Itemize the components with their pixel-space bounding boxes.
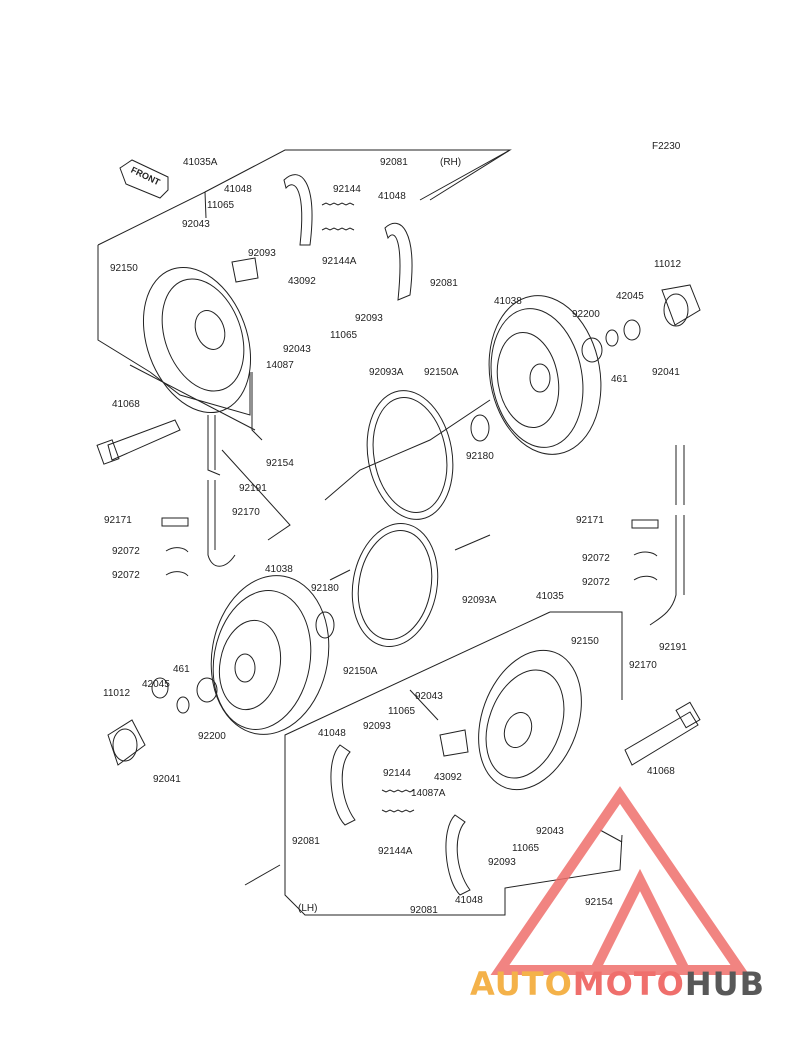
- part-label: 41035: [536, 591, 564, 602]
- part-label: 11065: [388, 706, 416, 717]
- rh-seal-92093a: [366, 390, 454, 520]
- watermark-auto: AUTO: [470, 965, 573, 1003]
- part-label: 11065: [330, 330, 358, 341]
- part-label: 92081: [292, 836, 320, 847]
- front-arrow-icon: [119, 159, 169, 199]
- side-label-rh: (RH): [440, 157, 462, 168]
- part-label: 92093A: [369, 367, 404, 378]
- part-label: 92072: [112, 570, 140, 581]
- part-label: 92072: [582, 577, 610, 588]
- lh-brake-shoe-upper: [330, 744, 356, 826]
- lh-axle: [624, 701, 701, 766]
- part-label: 92150: [110, 263, 138, 274]
- part-label: 41048: [224, 184, 252, 195]
- part-label: 92191: [239, 483, 267, 494]
- rh-axle: [96, 419, 181, 465]
- part-label: 92170: [629, 660, 657, 671]
- part-label: 14087A: [411, 788, 446, 799]
- part-label: 92093: [363, 721, 391, 732]
- part-label: 92191: [659, 642, 687, 653]
- part-label: 92041: [652, 367, 680, 378]
- part-label: 92144A: [322, 256, 357, 267]
- rh-brake-drum: [488, 295, 602, 455]
- part-label: 11012: [654, 259, 682, 270]
- part-label: 92043: [283, 344, 311, 355]
- part-label: 461: [611, 374, 628, 385]
- part-label: 92150: [571, 636, 599, 647]
- part-label: 41048: [455, 895, 483, 906]
- part-label: 92154: [266, 458, 294, 469]
- part-label: 11065: [207, 200, 235, 211]
- part-label: 92093: [248, 248, 276, 259]
- rh-backing-plate: [142, 266, 252, 414]
- part-label: 41035A: [183, 157, 218, 168]
- part-label: 92180: [466, 451, 494, 462]
- lh-backing-plate: [478, 649, 582, 791]
- rh-brake-shoe-lower: [384, 222, 413, 301]
- part-label: 41048: [378, 191, 406, 202]
- part-label: 92093: [488, 857, 516, 868]
- watermark-hub: HUB: [684, 965, 766, 1003]
- rh-hub-cap: [661, 284, 701, 326]
- part-label: 92170: [232, 507, 260, 518]
- part-label: 92072: [112, 546, 140, 557]
- lh-brake-drum: [210, 575, 330, 735]
- part-label: 92081: [380, 157, 408, 168]
- part-label: 92043: [182, 219, 210, 230]
- lh-hub-cap: [107, 719, 146, 766]
- part-label: 11012: [103, 688, 131, 699]
- brake-hose-upper: [207, 415, 221, 476]
- part-label: 41068: [112, 399, 140, 410]
- part-label: 92144: [333, 184, 361, 195]
- part-label: 43092: [288, 276, 316, 287]
- part-label: 14087: [266, 360, 294, 371]
- part-label: 92171: [576, 515, 604, 526]
- part-label: 92081: [430, 278, 458, 289]
- part-label: 41038: [265, 564, 293, 575]
- part-label: 43092: [434, 772, 462, 783]
- part-label: 41068: [647, 766, 675, 777]
- rh-brake-shoe-upper: [283, 174, 313, 246]
- watermark-moto: MOTO: [572, 965, 685, 1003]
- lh-brake-shoe-lower: [445, 814, 471, 896]
- part-label: 41048: [318, 728, 346, 739]
- side-label-lh: (LH): [298, 903, 318, 914]
- watermark-text: AUTOMOTOHUB: [470, 965, 765, 1003]
- part-label: 41038: [494, 296, 522, 307]
- part-label: 92144: [383, 768, 411, 779]
- lh-seal-92093a: [351, 523, 439, 647]
- part-label: 92154: [585, 897, 613, 908]
- part-label: 42045: [142, 679, 170, 690]
- part-label: 92150A: [424, 367, 459, 378]
- part-label: 92144A: [378, 846, 413, 857]
- part-label: 92041: [153, 774, 181, 785]
- part-label: 92072: [582, 553, 610, 564]
- part-label: 42045: [616, 291, 644, 302]
- part-label: 92200: [198, 731, 226, 742]
- part-label: 92150A: [343, 666, 378, 677]
- watermark-logo-icon: [490, 786, 750, 975]
- part-label: 92200: [572, 309, 600, 320]
- diagram-code: F2230: [652, 141, 681, 152]
- part-label: 92093: [355, 313, 383, 324]
- part-label: 461: [173, 664, 190, 675]
- part-label: 92043: [536, 826, 564, 837]
- part-label: 92093A: [462, 595, 497, 606]
- part-label: 11065: [512, 843, 540, 854]
- brake-hose-lower: [207, 480, 236, 567]
- part-label: 92171: [104, 515, 132, 526]
- part-label: 92081: [410, 905, 438, 916]
- part-label: 92180: [311, 583, 339, 594]
- part-label: 92043: [415, 691, 443, 702]
